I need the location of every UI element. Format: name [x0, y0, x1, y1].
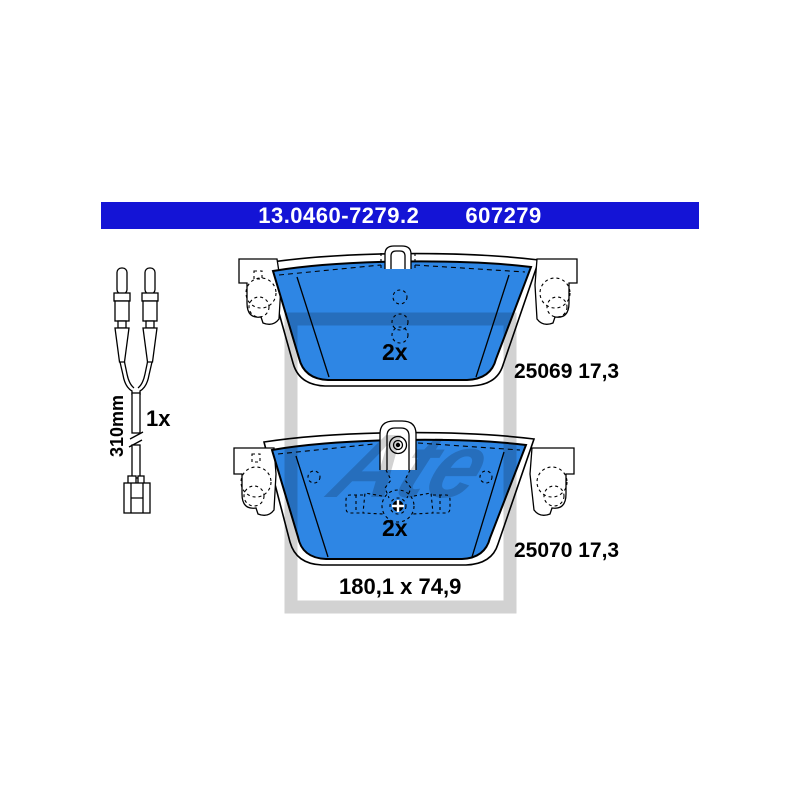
- retainer-clip-inner: [390, 250, 406, 269]
- wear-sensor-drawing: [113, 267, 159, 514]
- pad-top-part-label: 25069 17,3: [514, 360, 620, 383]
- article-number: 607279: [465, 202, 542, 228]
- ear-spring-dashed: [546, 296, 568, 318]
- sensor-pin-neck: [145, 320, 155, 329]
- pad-top-quantity-label: 2x: [382, 339, 408, 365]
- ear-spring-dashed: [240, 466, 272, 498]
- sensor-wire-right: [139, 361, 153, 395]
- ear-spring-dashed: [245, 277, 277, 309]
- sensor-cable-break: [128, 431, 144, 448]
- sensor-pin-tip: [144, 267, 156, 295]
- sensor-plug-detail: [130, 483, 144, 513]
- backing-plate-left-ear: [238, 258, 282, 325]
- sensor-pin-flange: [141, 292, 159, 302]
- ear-spring-dashed: [543, 485, 565, 507]
- sensor-wire-left-inner: [123, 361, 135, 389]
- backing-plate-left-ear: [233, 447, 277, 516]
- backing-plate-right-ear: [534, 258, 578, 325]
- ear-spring-dashed: [536, 466, 568, 498]
- header-bar: 13.0460-7279.2 607279: [101, 202, 699, 229]
- sensor-pin-cone: [142, 327, 158, 363]
- dashed-hole: [392, 289, 408, 305]
- sensor-wire-left: [119, 361, 133, 395]
- pad-bottom-quantity-label: 2x: [382, 515, 408, 541]
- sensor-cable-upper: [131, 392, 141, 434]
- hidden-edge-dashed: [278, 264, 526, 276]
- ear-dashed-square: [251, 453, 261, 463]
- sensor-pin-neck: [117, 320, 127, 329]
- part-number: 13.0460-7279.2: [258, 202, 420, 228]
- sensor-wire-right-inner: [137, 361, 149, 389]
- ear-spring-dashed: [243, 485, 265, 507]
- sensor-cable-lower: [131, 444, 141, 479]
- sensor-pin-tip: [116, 267, 128, 295]
- ear-dashed-square: [253, 270, 263, 280]
- retainer-clip-dashed: [380, 253, 416, 269]
- pad-bottom-part-label: 25070 17,3: [514, 539, 620, 562]
- sensor-pin-body: [114, 300, 130, 322]
- clip-ring-center: [395, 442, 401, 448]
- sensor-pin-flange: [113, 292, 131, 302]
- retainer-clip: [384, 245, 412, 269]
- ear-spring-dashed: [539, 277, 571, 309]
- sensor-length-label: 310mm: [107, 394, 127, 458]
- sensor-pin-cone: [114, 327, 130, 363]
- sensor-plug-body: [123, 482, 151, 514]
- pad-dimensions-label: 180,1 x 74,9: [339, 574, 462, 599]
- ear-spring-dashed: [248, 296, 270, 318]
- backing-plate-right-ear: [529, 447, 575, 516]
- sensor-quantity-label: 1x: [146, 406, 171, 431]
- sensor-pin-body: [142, 300, 158, 322]
